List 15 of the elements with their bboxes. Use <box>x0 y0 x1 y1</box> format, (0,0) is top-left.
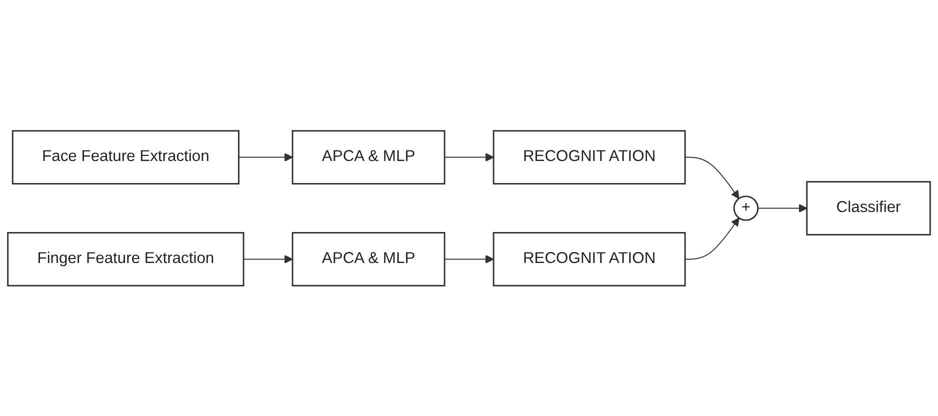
arrow <box>684 217 740 260</box>
arrow <box>444 254 494 264</box>
arrow <box>238 152 293 162</box>
arrow <box>684 156 740 199</box>
arrow <box>757 204 808 212</box>
arrow <box>444 152 494 162</box>
node-box: Classifier <box>806 180 931 236</box>
node-box: RECOGNIT ATION <box>492 130 686 184</box>
node-box: APCA & MLP <box>292 232 446 286</box>
node-box: Finger Feature Extraction <box>7 232 244 286</box>
node-box: APCA & MLP <box>292 130 446 184</box>
node-circle: + <box>733 195 759 221</box>
node-box: RECOGNIT ATION <box>492 232 686 286</box>
arrow <box>243 254 293 264</box>
node-box: Face Feature Extraction <box>12 130 240 184</box>
